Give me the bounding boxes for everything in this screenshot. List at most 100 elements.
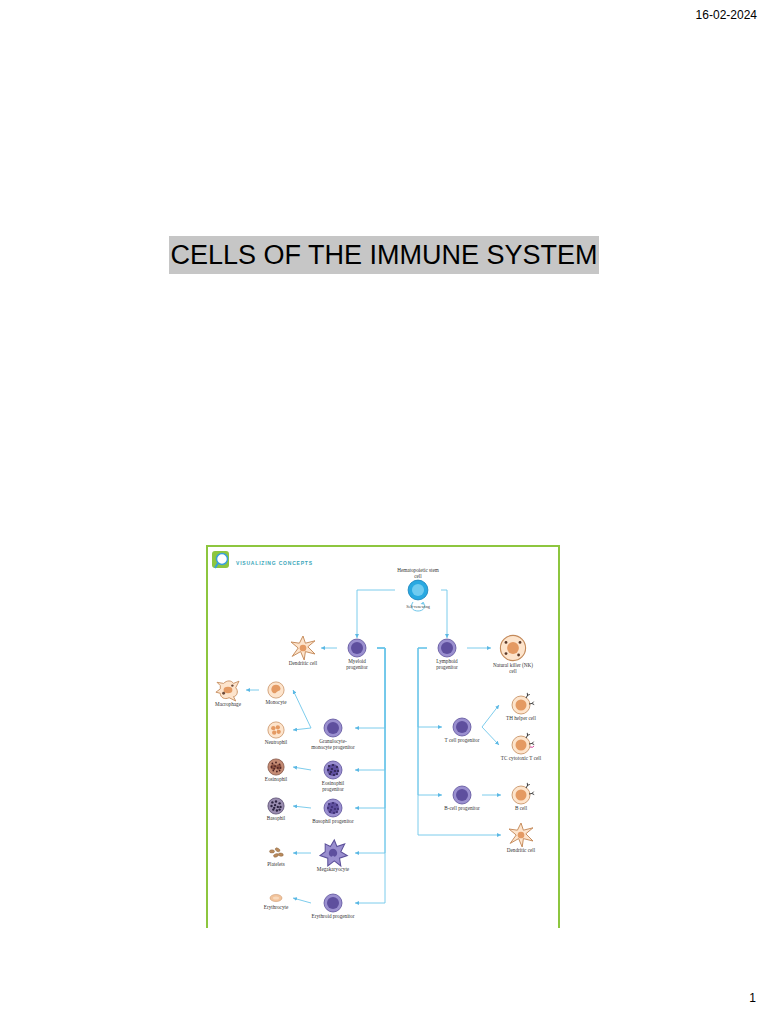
granule xyxy=(328,803,330,805)
granule xyxy=(327,769,329,771)
cell-label: Basophil progenitor xyxy=(311,818,355,824)
connector-arrow xyxy=(357,590,395,638)
cell-node: B-cell progenitor xyxy=(442,785,482,811)
cell-icon xyxy=(267,681,285,699)
granule xyxy=(277,806,279,808)
connector-arrow xyxy=(355,648,385,903)
cell-node: Natural killer (NK) cell xyxy=(491,634,535,674)
cell-nucleus xyxy=(224,687,233,694)
cell-icon xyxy=(407,579,429,601)
granule xyxy=(274,804,276,806)
cell-label: Natural killer (NK) cell xyxy=(491,662,535,674)
title-band: CELLS OF THE IMMUNE SYSTEM xyxy=(0,236,768,274)
connector-arrow xyxy=(293,853,311,854)
cell-label: Lymphoid progenitor xyxy=(427,658,467,670)
receptor-symbol xyxy=(529,742,534,746)
cell-body xyxy=(512,786,530,804)
cell-body xyxy=(512,736,530,754)
granule xyxy=(337,770,339,772)
platelet xyxy=(278,853,284,857)
cell-nucleus xyxy=(327,802,339,814)
cell-node: Basophil progenitor xyxy=(311,798,355,824)
cell-node: Myeloid progenitor xyxy=(337,638,377,670)
cell-nucleus xyxy=(441,642,453,654)
granule xyxy=(327,807,329,809)
cell-nucleus xyxy=(327,722,339,734)
cell-nucleus xyxy=(516,740,527,751)
cell-icon xyxy=(347,638,367,658)
cell-icon xyxy=(323,893,343,913)
granule xyxy=(332,802,334,804)
cell-label: Eosinophil xyxy=(259,776,293,782)
cell-node: T cell progenitor xyxy=(442,717,482,743)
cell-body xyxy=(324,761,342,779)
connector-arrow xyxy=(355,648,385,808)
cell-icon xyxy=(511,695,531,715)
logo-handle xyxy=(215,563,218,568)
cell-nucleus xyxy=(300,645,307,652)
nucleus-lobe xyxy=(271,764,276,769)
cell-node: Dendritic cell xyxy=(501,823,541,853)
granule xyxy=(334,808,336,810)
receptor-symbol xyxy=(525,783,530,789)
connector-arrow xyxy=(293,806,311,808)
cell-nucleus xyxy=(456,789,468,801)
page-number: 1 xyxy=(749,991,756,1005)
cell-body xyxy=(324,799,342,817)
cell-body xyxy=(270,894,282,901)
figure-banner: VISUALIZING CONCEPTS xyxy=(236,560,313,566)
granule xyxy=(336,766,338,768)
granule xyxy=(271,801,273,803)
cell-center xyxy=(273,897,279,900)
granule xyxy=(277,767,279,769)
vacuole xyxy=(231,684,233,686)
cell-body xyxy=(268,682,284,698)
cell-icon xyxy=(509,823,533,847)
cell-icon xyxy=(499,634,527,662)
cell-label: T cell progenitor xyxy=(442,737,482,743)
cell-node: Platelets xyxy=(259,845,293,867)
connector-arrow xyxy=(418,648,442,795)
connector-arrow xyxy=(418,648,501,835)
cell-node: TH helper cell xyxy=(499,695,543,721)
receptor-symbol xyxy=(525,733,530,739)
granule xyxy=(274,765,276,767)
granule xyxy=(271,766,273,768)
cell-node: Granulocyte-monocyte progenitor xyxy=(311,718,355,750)
cell-label: B-cell progenitor xyxy=(442,805,482,811)
granule xyxy=(280,767,282,769)
connector-arrow xyxy=(293,728,311,730)
cell-node: TC cytotoxic T cell xyxy=(499,735,543,761)
cell-nucleus xyxy=(456,721,468,733)
granule xyxy=(273,768,275,770)
cell-icon xyxy=(452,785,472,805)
granule xyxy=(517,654,520,657)
granule xyxy=(278,808,280,810)
cell-node: B cell xyxy=(501,785,541,811)
granule xyxy=(278,802,280,804)
cell-body xyxy=(408,580,428,600)
cell-icon xyxy=(452,717,472,737)
cell-body xyxy=(320,840,347,866)
connector-arrow xyxy=(482,705,499,727)
cell-nucleus xyxy=(329,849,337,857)
granule xyxy=(276,771,278,773)
nucleus-lobe xyxy=(276,725,280,729)
connector-arrow xyxy=(441,590,447,638)
cell-node: Basophil xyxy=(259,797,293,821)
loop-label: Self-renewing xyxy=(406,604,430,609)
cell-node: Dendritic cell xyxy=(285,636,321,666)
cell-label: Dendritic cell xyxy=(501,847,541,853)
granule xyxy=(329,811,331,813)
slide-title: CELLS OF THE IMMUNE SYSTEM xyxy=(169,236,598,274)
cell-icon xyxy=(511,735,531,755)
cell-body xyxy=(291,636,315,660)
granule xyxy=(276,809,278,811)
cell-icon xyxy=(323,798,343,818)
connector-arrow xyxy=(355,648,385,853)
nucleus-lobe xyxy=(271,726,275,730)
cell-icon xyxy=(323,718,343,738)
granule xyxy=(331,806,333,808)
